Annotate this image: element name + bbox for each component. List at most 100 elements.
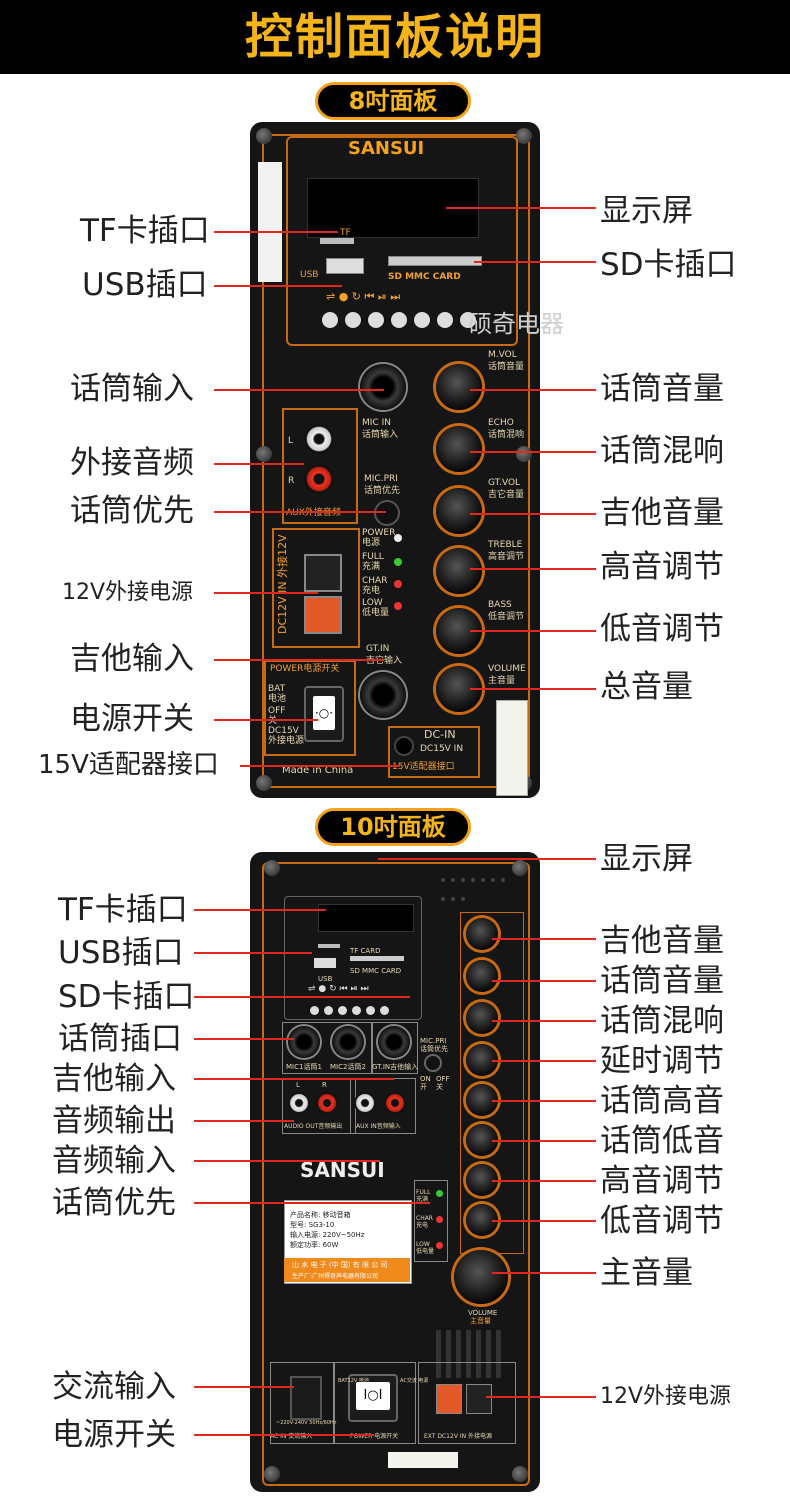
panel10-ain-right-jack[interactable] — [384, 1092, 406, 1114]
panel10-guitar-jack[interactable] — [378, 1026, 410, 1058]
panel10-master-volume-knob[interactable] — [454, 1250, 508, 1304]
panel8-treble-knob[interactable] — [436, 548, 482, 594]
label-panel8-aux: 外接音频 — [70, 445, 194, 481]
callout-line — [446, 207, 596, 209]
label-panel8-adapter: 15V适配器接口 — [38, 750, 219, 780]
panel8-aux-box — [282, 408, 358, 524]
panel8-silk-mvol-cn: 话筒音量 — [488, 362, 525, 372]
label-panel8-mvol: 话筒音量 — [600, 371, 724, 407]
panel8-silk-echo-cn: 话筒混响 — [488, 430, 525, 440]
callout-line — [470, 451, 596, 453]
callout-line — [492, 980, 596, 982]
panel8-usb-port[interactable] — [326, 258, 364, 274]
panel8-aux-right-jack[interactable] — [304, 464, 334, 494]
panel10-border — [262, 862, 530, 1486]
panel10-mic-priority-button[interactable] — [424, 1054, 442, 1072]
panel10-guitar-volume-knob[interactable] — [466, 918, 498, 950]
panel8-guitar-jack[interactable] — [360, 672, 406, 718]
panel10-mic2-jack[interactable] — [332, 1026, 364, 1058]
panel8-echo-knob[interactable] — [436, 426, 482, 472]
label-panel10-treble: 高音调节 — [600, 1163, 724, 1199]
panel8-silk-low: LOW — [362, 598, 383, 608]
callout-line — [194, 1386, 294, 1388]
label-panel10-gt: 吉他输入 — [52, 1061, 176, 1097]
panel10-aout-left-jack[interactable] — [288, 1092, 310, 1114]
button[interactable] — [460, 312, 476, 328]
panel10-silk-acin: AC交流 电源 — [400, 1378, 429, 1384]
panel8-mic-priority-button[interactable] — [374, 500, 400, 526]
panel8-mic-jack[interactable] — [360, 364, 406, 410]
panel8-aux-left-jack[interactable] — [304, 424, 334, 454]
watermark: 硕奇电器 — [468, 310, 564, 338]
button[interactable] — [366, 1006, 375, 1015]
callout-line — [378, 858, 596, 860]
panel10-aout-right-jack[interactable] — [316, 1092, 338, 1114]
panel8-dc12-terminal-black[interactable] — [304, 554, 342, 592]
button[interactable] — [338, 1006, 347, 1015]
panel8-power-switch[interactable]: ·○· — [304, 686, 344, 742]
button[interactable] — [352, 1006, 361, 1015]
panel10-sd-slot[interactable] — [350, 956, 404, 961]
panel10-silk-gt: GT.IN吉他输入 — [372, 1063, 419, 1071]
repeat-button[interactable] — [368, 312, 384, 328]
play-pause-button[interactable] — [414, 312, 430, 328]
callout-line — [492, 1100, 596, 1102]
label-panel10-gtvol: 吉他音量 — [600, 923, 724, 959]
callout-line — [194, 1120, 294, 1122]
callout-line — [492, 1140, 596, 1142]
panel8-silk-char: CHAR — [362, 576, 388, 586]
screw-icon — [512, 860, 528, 876]
next-button[interactable] — [437, 312, 453, 328]
panel8-silk-low-cn: 低电量 — [362, 608, 390, 618]
plate-input: 输入电源: 220V~50Hz — [290, 1231, 365, 1239]
button[interactable] — [324, 1006, 333, 1015]
button[interactable] — [310, 1006, 319, 1015]
panel10-silk-mic2: MIC2话筒2 — [330, 1063, 366, 1071]
panel10-dc12-terminal-black[interactable] — [466, 1384, 492, 1414]
panel8-silk-dcin-cn: 15V适配器接口 — [392, 762, 455, 772]
panel8-tf-slot[interactable] — [320, 238, 354, 244]
label-panel10-sd: SD卡插口 — [58, 979, 195, 1015]
panel10-silk-volume: VOLUME — [468, 1309, 498, 1317]
panel10-mic1-jack[interactable] — [288, 1026, 320, 1058]
callout-line — [194, 1434, 374, 1436]
screw-icon — [512, 1466, 528, 1482]
vent-slots — [436, 1330, 502, 1378]
label-panel8-volume: 总音量 — [600, 669, 693, 705]
speaker-grille — [438, 870, 508, 908]
panel8-sd-slot[interactable] — [388, 256, 482, 266]
callout-line — [214, 592, 318, 594]
panel8-silk-power-led: POWER — [362, 528, 396, 538]
label-panel10-dc12: 12V外接电源 — [600, 1384, 732, 1409]
record-button[interactable] — [345, 312, 361, 328]
panel10-media-module — [284, 896, 422, 1020]
panel8-dc-jack[interactable] — [394, 736, 414, 756]
panel8-silk-bat-cn: 电池 — [268, 694, 287, 704]
power-led-icon — [394, 534, 402, 542]
prev-button[interactable] — [391, 312, 407, 328]
panel8-dc12-terminal-red[interactable] — [304, 596, 342, 634]
panel8-guitar-volume-knob[interactable] — [436, 488, 482, 534]
callout-line — [214, 389, 384, 391]
panel8-silk-echo: ECHO — [488, 418, 514, 428]
panel10-mic-volume-knob[interactable] — [466, 960, 498, 992]
panel8-silk-bat: BAT — [268, 684, 286, 694]
panel8-mic-volume-knob[interactable] — [436, 364, 482, 410]
mode-button[interactable] — [322, 312, 338, 328]
label-panel10-display: 显示屏 — [600, 841, 693, 877]
panel10-tf-slot[interactable] — [318, 944, 340, 948]
panel10-ac-socket[interactable] — [290, 1376, 322, 1420]
panel10-usb-port[interactable] — [314, 958, 336, 968]
panel10-power-switch[interactable]: I○I — [348, 1374, 398, 1422]
panel10-dc12-terminal-red[interactable] — [436, 1384, 462, 1414]
panel10-ain-left-jack[interactable] — [354, 1092, 376, 1114]
panel10-silk-low-cn: 低电量 — [416, 1248, 435, 1255]
panel8-media-buttons — [322, 312, 483, 332]
full-led-icon — [394, 558, 402, 566]
button[interactable] — [380, 1006, 389, 1015]
label-panel8-sd: SD卡插口 — [600, 247, 737, 283]
panel8-silk-treble: TREBLE — [488, 540, 523, 550]
panel10-echo-knob[interactable] — [466, 1002, 498, 1034]
panel8-silk-dc12: DC12V IN 外接12V — [276, 534, 289, 634]
panel8-silk-r: R — [288, 476, 295, 486]
